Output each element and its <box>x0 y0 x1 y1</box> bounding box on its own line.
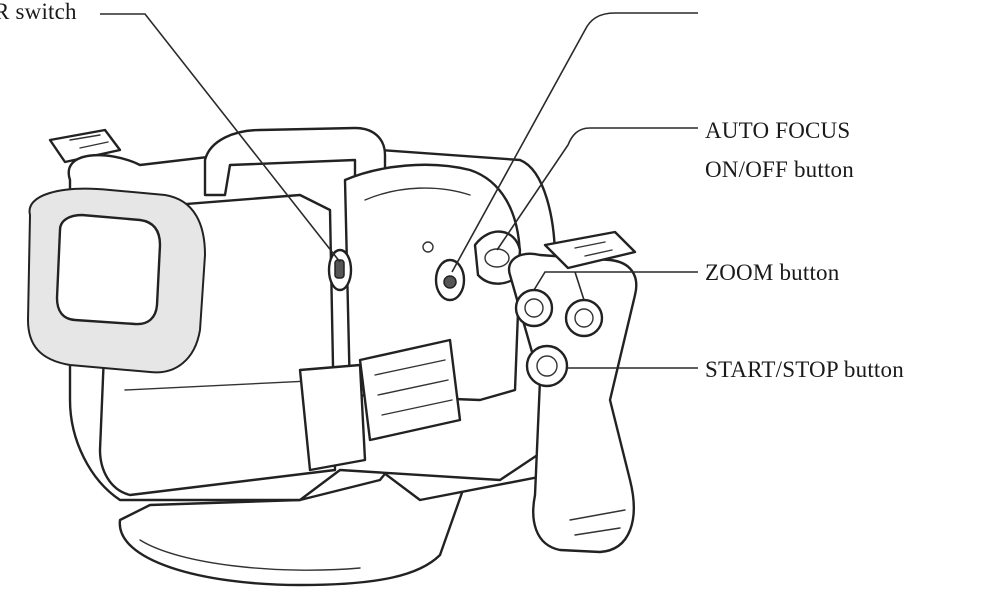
start-stop-button-label: START/STOP button <box>705 357 904 382</box>
zoom-button-label: ZOOM button <box>705 260 840 285</box>
zoom-button-t <box>564 298 604 338</box>
accessory-shoe-right <box>543 230 637 270</box>
hand-grip <box>507 252 638 554</box>
zoom-button-w <box>514 288 554 328</box>
auto-focus-label-line2: ON/OFF button <box>705 157 854 182</box>
viewfinder-lens <box>55 213 162 326</box>
leader-line-top <box>451 12 698 273</box>
leader-line-zoom <box>533 271 698 301</box>
leader-line-auto-focus <box>496 127 698 251</box>
start-stop-button <box>525 344 569 388</box>
auto-focus-label-line1: AUTO FOCUS <box>705 118 851 143</box>
strap-buckle <box>298 363 367 472</box>
accessory-shoe-left <box>48 128 122 164</box>
r-switch-label: R switch <box>0 0 77 24</box>
leader-line-r-switch <box>100 13 341 263</box>
